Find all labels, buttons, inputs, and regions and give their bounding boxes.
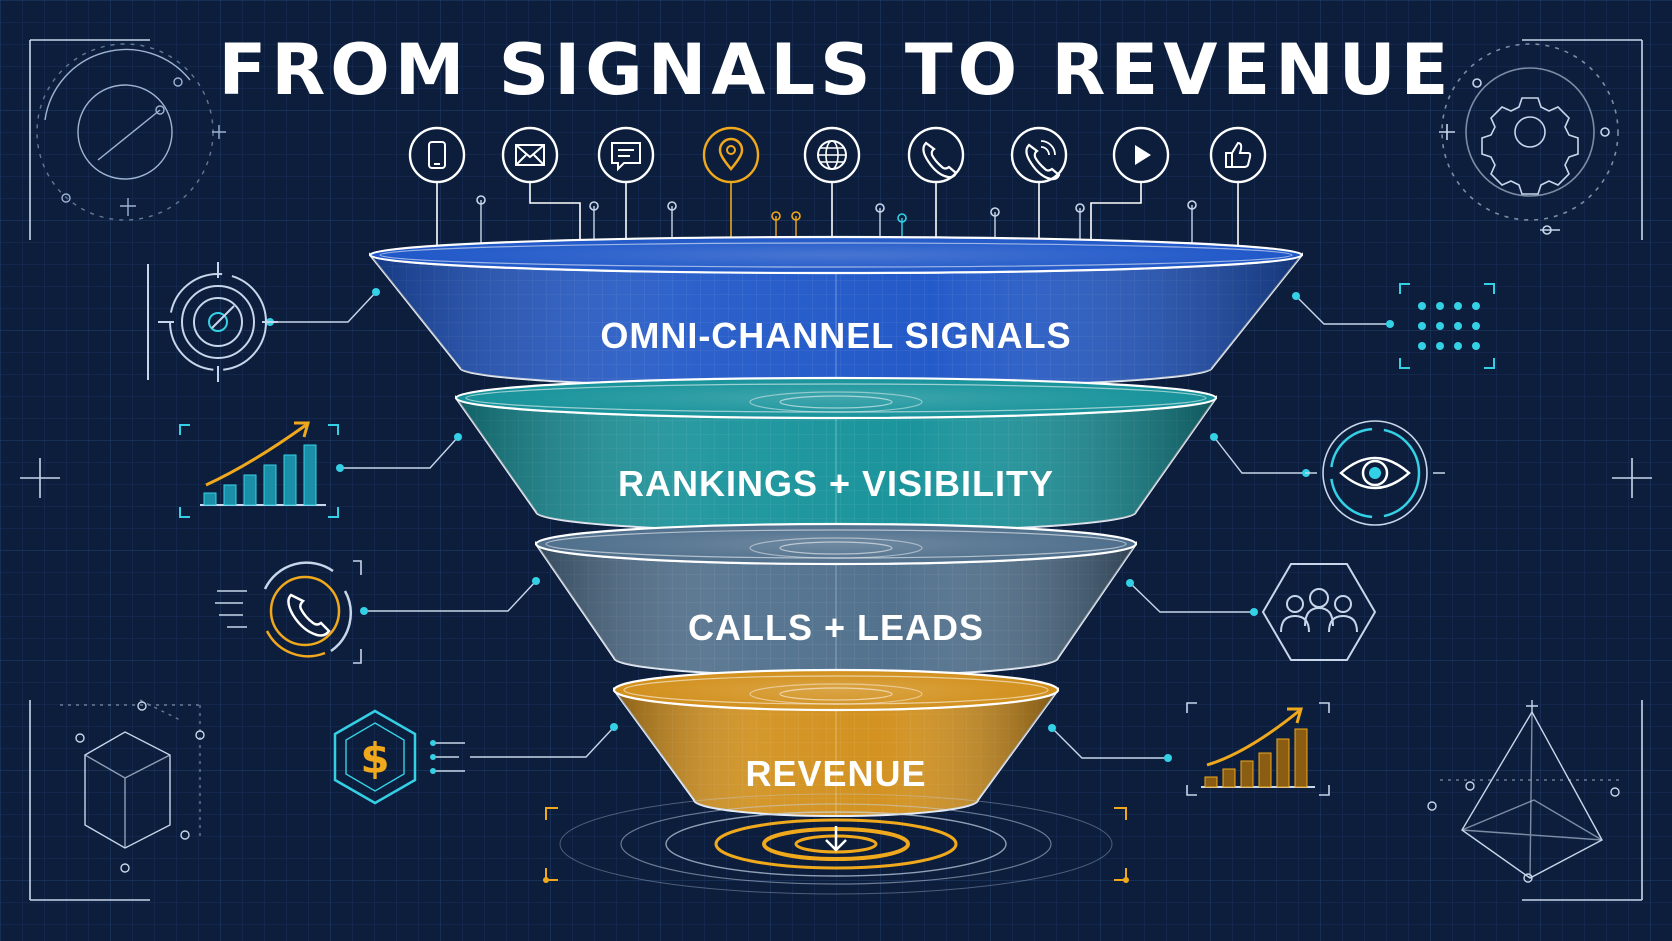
revenue-chart-icon (1186, 702, 1330, 796)
target-icon (147, 262, 278, 382)
incoming-call-icon (215, 560, 362, 664)
dot-grid-icon (1399, 283, 1495, 369)
location-pin-icon (702, 126, 760, 260)
revenue-target-rings (543, 793, 1129, 895)
funnel-stage-2: RANKINGS + VISIBILITY (454, 376, 1218, 533)
down-arrow-final (825, 826, 847, 852)
side-connectors (270, 291, 1390, 759)
funnel-stage-label: RANKINGS + VISIBILITY (618, 463, 1054, 504)
connector-dots (266, 288, 1394, 762)
growth-chart-icon (179, 421, 339, 518)
people-group-icon (1250, 563, 1377, 661)
page-title: FROM SIGNALS TO REVENUE (219, 29, 1454, 111)
funnel-stage-4: REVENUE (612, 668, 1060, 817)
funnel-stage-label: OMNI-CHANNEL SIGNALS (600, 315, 1071, 356)
cube-decoration (60, 699, 205, 873)
funnel-stage-label: REVENUE (745, 753, 926, 794)
gear-decoration (1439, 43, 1619, 235)
funnel-stage-3: CALLS + LEADS (534, 522, 1138, 677)
dollar-hexagon-icon: $ (333, 709, 465, 805)
funnel-stage-1: OMNI-CHANNEL SIGNALS (368, 235, 1304, 389)
funnel: OMNI-CHANNEL SIGNALS RANKINGS + VISIBILIT… (368, 235, 1304, 817)
svg-text:$: $ (360, 734, 389, 783)
corner-frames (20, 39, 1652, 901)
pyramid-decoration (1427, 700, 1620, 883)
funnel-stage-label: CALLS + LEADS (688, 607, 984, 648)
play-icon (1090, 126, 1170, 255)
eye-icon (1305, 420, 1445, 526)
mobile-phone-icon (408, 126, 466, 254)
gear-icon (1481, 97, 1579, 195)
compass-decoration (36, 43, 226, 221)
